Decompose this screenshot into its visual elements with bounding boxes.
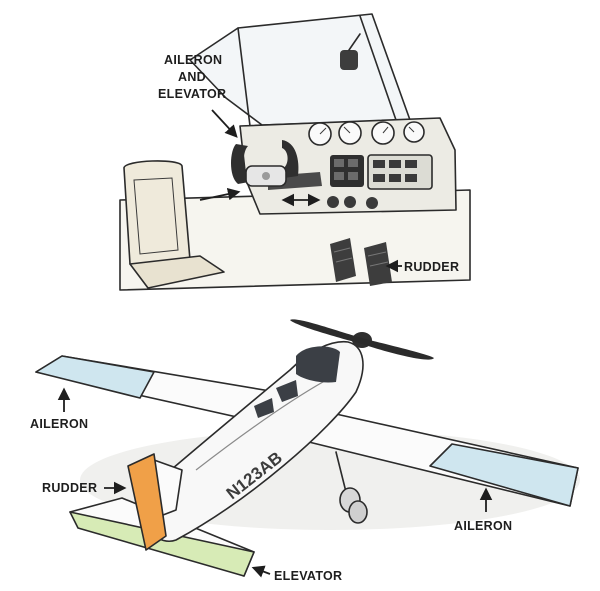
yoke-label-line-1: AILERON xyxy=(164,53,222,67)
arrow-elevator xyxy=(251,565,271,578)
side-window xyxy=(276,380,298,402)
arrow-yoke-label xyxy=(211,109,238,138)
elevator-label: ELEVATOR xyxy=(274,569,342,583)
pilot-seat xyxy=(123,160,225,289)
windshield-pillar xyxy=(237,27,251,127)
elevator-surface xyxy=(69,511,255,577)
rudder-pedals xyxy=(330,238,392,286)
windshield-pillar-right xyxy=(359,15,397,121)
mixture-knob xyxy=(344,196,356,208)
cockpit-illustration: AILERON AND ELEVATOR RUDDER xyxy=(119,13,471,291)
trim-knob xyxy=(366,197,378,209)
left-aileron-label: AILERON xyxy=(30,417,88,431)
pedals-label: RUDDER xyxy=(404,260,459,274)
switch-panel-left xyxy=(330,155,364,187)
windshield-frame xyxy=(189,13,411,126)
propeller xyxy=(290,319,434,360)
rudder-surface xyxy=(127,453,167,551)
right-aileron-label: AILERON xyxy=(454,519,512,533)
yoke-label-line-3: ELEVATOR xyxy=(158,87,226,101)
rudder-label: RUDDER xyxy=(42,481,97,495)
fuselage-stripe xyxy=(195,377,331,471)
airplane-illustration: N123AB AILERON RUDDER AILERON ELEVATOR xyxy=(30,319,580,583)
left-aileron-surface xyxy=(35,355,155,399)
side-window-rear xyxy=(254,398,274,418)
rear-view-mirror xyxy=(340,50,358,70)
throttle-knob xyxy=(327,196,339,208)
gauge-cluster xyxy=(308,121,425,146)
yoke-label-line-2: AND xyxy=(178,70,206,84)
switch-panel-right xyxy=(367,154,433,190)
canopy-window xyxy=(296,346,340,383)
main-wheel xyxy=(348,500,368,524)
control-yoke xyxy=(231,140,322,190)
arrow-yoke-push-pull xyxy=(199,187,241,201)
right-aileron-surface xyxy=(429,443,579,507)
mirror-stem xyxy=(348,33,361,51)
